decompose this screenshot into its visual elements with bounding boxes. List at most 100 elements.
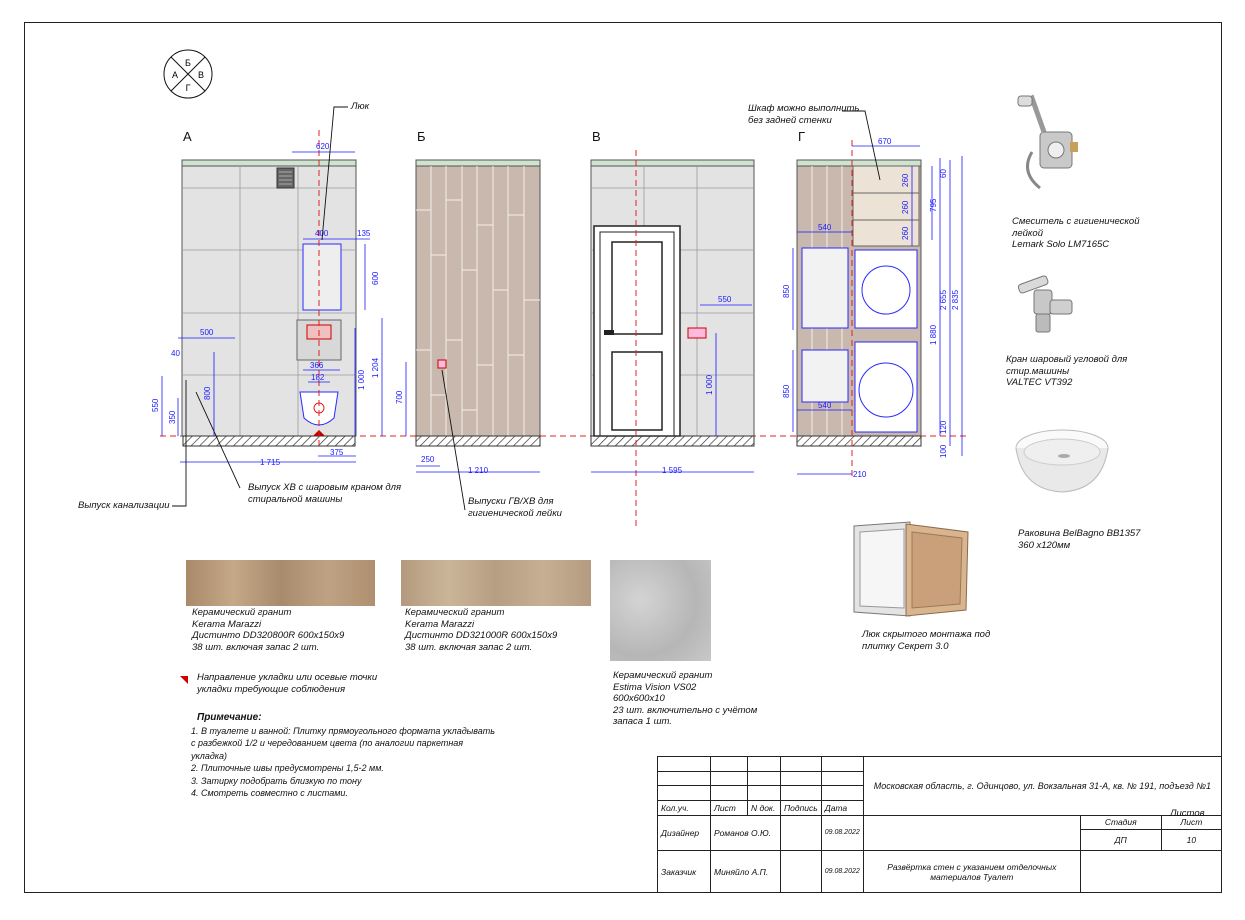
dim-g-60: 60 [939,169,948,178]
compass-south: Г [186,83,191,93]
dim-a-1000: 1 000 [357,369,366,390]
dim-v-550: 550 [718,295,732,304]
tile-3-desc: Керамический гранит Estima Vision VS02 6… [613,670,757,728]
hatch-icon [853,521,969,617]
wc-bowl [299,391,339,426]
wall-g-title: Г [798,129,805,144]
dim-g-795: 795 [929,198,938,212]
wall-b [415,159,541,447]
valve-icon [1017,275,1073,333]
mixer-icon [1017,94,1078,190]
tile-3-line-1: Керамический гранит [613,670,713,681]
vent-grille [276,167,295,189]
sheet-title: Развёртка стен с указанием отделочных ма… [862,850,1081,893]
wall-g [796,140,922,480]
mirror-cabinet [801,247,849,329]
dim-g-2835: 2 835 [951,289,960,310]
product-hatch-line-2: плитку Секрет 3.0 [862,640,949,652]
notes-title: Примечание: [197,712,262,723]
dim-a-620: 620 [316,142,330,151]
dim-g-120: 120 [939,420,948,434]
product-sink: Раковина BelBagno BB1357 360 x120мм [1018,528,1140,551]
product-mixer: Смеситель с гигиенической лейкой Lemark … [1012,216,1139,251]
note-line-3: укладка) [191,750,228,761]
dim-g-260-1: 260 [901,173,910,187]
product-hatch-line-1: Люк скрытого монтажа под [862,629,991,640]
orientation-compass: Б А В Г [163,49,213,99]
tile-3-line-4: 23 шт. включительно с учётом [613,704,758,716]
stage-header: Стадия [1079,814,1162,831]
note-line-2: с разбежкой 1/2 и чередованием цвета (по… [191,738,464,748]
product-mixer-line-2: лейкой [1012,227,1043,239]
sheets-header: Листов [1170,808,1205,819]
tile-swatch-2 [401,560,591,606]
dim-g-850-bottom: 850 [782,384,791,398]
dim-b-1210: 1 210 [468,466,489,475]
project-address: Московская область, г. Одинцово, ул. Вок… [862,756,1223,816]
tile-2-line-1: Керамический гранит [405,607,505,618]
dim-a-182: 182 [311,373,325,382]
client-date: 09.08.2022 [820,850,864,893]
legend-marker-icon [180,676,188,684]
note-line-5: 3. Затирку подобрать близкую по тону [191,775,362,786]
product-valve-line-3: VALTEC VT392 [1006,377,1073,388]
wall-a [181,130,357,450]
dim-a-135: 135 [357,229,371,238]
callout-hygiene: Выпуски ГВ/ХВ для гигиенической лейки [468,496,562,519]
dim-a-350: 350 [168,410,177,424]
dim-a-550: 550 [151,398,160,412]
tile-1-line-4: 38 шт. включая запас 2 шт. [192,641,320,653]
dim-a-366: 366 [310,361,324,370]
product-valve-line-1: Кран шаровый угловой для [1006,354,1128,365]
dim-g-850-top: 850 [782,284,791,298]
dim-g-210: 210 [853,470,867,479]
dim-b-250: 250 [421,455,435,464]
callout-hatch: Люк [351,101,370,112]
wall-a-title: А [183,129,192,144]
note-line-4: 2. Плиточные швы предусмотрены 1,5-2 мм. [191,763,384,773]
tile-1-line-1: Керамический гранит [192,607,292,618]
dim-g-260-2: 260 [901,200,910,214]
tile-3-line-2: Estima Vision VS02 [613,681,697,693]
dim-a-375: 375 [330,448,344,457]
client-name: Миняйло А.П. [710,850,781,893]
product-sink-line-1: Раковина BelBagno BB1357 [1018,528,1141,539]
designer-role: Дизайнер [657,814,711,852]
dim-g-2655: 2 655 [939,289,948,310]
hdr-date: Дата [820,799,864,816]
sink-icon [1015,429,1109,493]
tile-3-line-3: 600х600х10 [613,693,665,704]
dim-a-1715: 1 715 [260,458,281,467]
product-hatch: Люк скрытого монтажа под плитку Секрет 3… [862,629,990,652]
tile-swatch-3 [610,560,711,661]
dim-a-800: 800 [203,386,212,400]
title-block: Московская область, г. Одинцово, ул. Вок… [657,756,1223,893]
hdr-ndoc: N док. [747,799,781,816]
hdr-list: Лист [710,799,748,816]
wall-v [590,150,755,530]
hdr-sign: Подпись [780,799,822,816]
tile-2-line-4: 38 шт. включая запас 2 шт. [405,641,533,653]
washer-upper [854,249,918,329]
tile-2-line-3: Дистинто DD321000R 600х150х9 [405,630,558,641]
dim-g-670: 670 [878,137,892,146]
wall-b-title: Б [417,129,426,144]
legend-text: Направление укладки или осевые точки укл… [197,672,378,695]
dim-g-260-3: 260 [901,226,910,240]
product-valve-line-2: стир.машины [1006,365,1070,377]
dim-g-1880: 1 880 [929,324,938,345]
stage-value: ДП [1079,829,1162,852]
product-mixer-line-3: Lemark Solo LM7165C [1012,239,1110,250]
dim-v-1595: 1 595 [662,466,683,475]
callout-sewer: Выпуск канализации [78,500,170,511]
dim-g-540-top: 540 [818,223,832,232]
washer-lower [854,341,918,433]
callout-cabinet: Шкаф можно выполнить без задней стенки [748,103,860,126]
client-role: Заказчик [657,850,711,893]
dim-g-100: 100 [939,444,948,458]
drawing-frame [24,22,1222,893]
dim-a-40: 40 [171,349,180,358]
dim-a-400: 400 [315,229,329,238]
tile-3-line-5: запаса 1 шт. [613,716,672,727]
